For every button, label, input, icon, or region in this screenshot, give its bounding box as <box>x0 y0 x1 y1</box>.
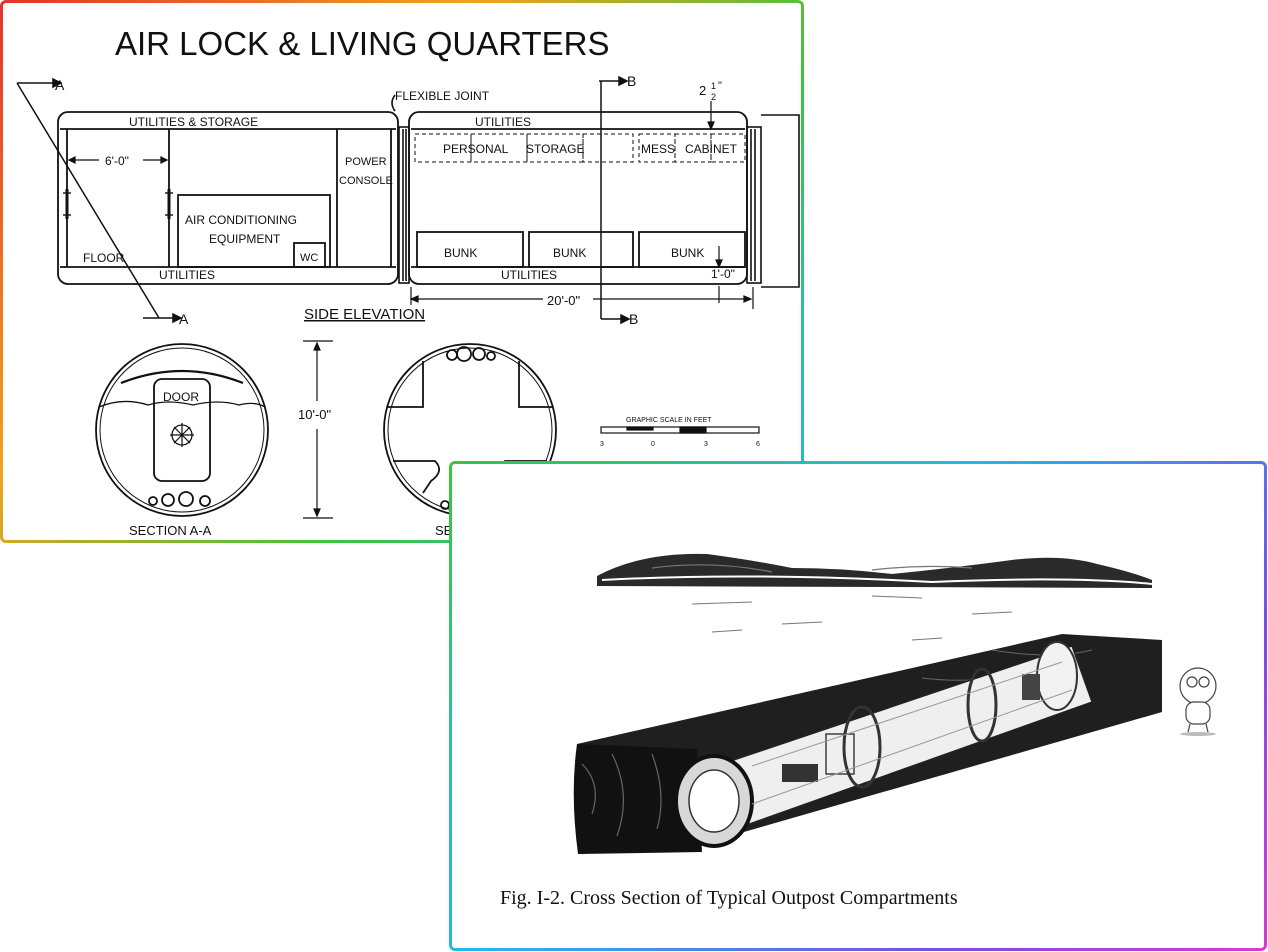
scale-tick-2: 0 <box>651 441 655 448</box>
hatch-marks <box>63 189 173 219</box>
figure-caption: Fig. I-2. Cross Section of Typical Outpo… <box>500 887 958 909</box>
section-aa-drawing <box>95 343 269 517</box>
ten-ft-dimension <box>303 340 333 519</box>
ten-ft-label: 10'-0" <box>298 407 332 422</box>
utilities-top-label: UTILITIES <box>475 115 531 129</box>
section-a-top-label: A <box>55 77 65 93</box>
section-a-marker <box>16 77 183 324</box>
console-label: CONSOLE <box>339 175 393 187</box>
cabinet-label: CABINET <box>685 142 738 156</box>
graphic-scale <box>600 426 760 434</box>
bunk-label-1: BUNK <box>444 246 477 260</box>
utilities-bottom-right-label: UTILITIES <box>501 268 557 282</box>
wc-label: WC <box>300 252 318 264</box>
end-cap <box>746 114 800 288</box>
one-ft-label: 1'-0" <box>711 267 735 281</box>
scale-tick-3: 3 <box>704 441 708 448</box>
side-elevation-label: SIDE ELEVATION <box>304 306 425 323</box>
air-conditioning-label: AIR CONDITIONING <box>185 213 297 227</box>
storage-cabinets <box>414 133 746 163</box>
dimension-lines <box>409 101 754 309</box>
half-inch-numerator: 1 <box>711 81 716 91</box>
scale-tick-1: 3 <box>600 441 604 448</box>
mess-label: MESS <box>641 142 675 156</box>
section-b-bottom-label: B <box>629 311 638 327</box>
section-b-top-label: B <box>627 73 636 89</box>
flexible-joint <box>391 94 410 284</box>
power-label: POWER <box>345 156 387 168</box>
equipment-label: EQUIPMENT <box>209 232 281 246</box>
scale-tick-4: 6 <box>756 441 760 448</box>
hills-sketch <box>597 553 1153 588</box>
twenty-ft-label: 20'-0" <box>547 293 581 308</box>
diagram-card: AIR LOCK & LIVING QUARTERS A A B B <box>0 0 804 543</box>
diagram-title: AIR LOCK & LIVING QUARTERS <box>115 25 610 62</box>
section-b-marker <box>599 75 631 325</box>
personal-label: PERSONAL <box>443 142 509 156</box>
half-inch-mark: " <box>718 80 722 92</box>
illustration-card: Fig. I-2. Cross Section of Typical Outpo… <box>449 461 1267 951</box>
section-aa-label: SECTION A-A <box>129 523 212 538</box>
six-ft-label: 6'-0" <box>105 154 129 168</box>
airlock-diagram: AIR LOCK & LIVING QUARTERS A A B B <box>16 25 800 538</box>
floor-label: FLOOR <box>83 251 125 265</box>
storage-label: STORAGE <box>526 142 584 156</box>
bunk-label-2: BUNK <box>553 246 586 260</box>
utilities-bottom-left-label: UTILITIES <box>159 268 215 282</box>
half-inch-denominator: 2 <box>711 92 716 102</box>
bunk-label-3: BUNK <box>671 246 704 260</box>
outpost-illustration: Fig. I-2. Cross Section of Typical Outpo… <box>500 553 1217 909</box>
half-inch-label: 2 <box>699 83 706 98</box>
utilities-storage-label: UTILITIES & STORAGE <box>129 115 258 129</box>
section-a-bottom-label: A <box>179 311 189 327</box>
six-ft-dimension <box>67 156 169 164</box>
door-label: DOOR <box>163 390 199 404</box>
ground-texture <box>691 595 1013 641</box>
mascot-figure <box>1179 667 1217 736</box>
graphic-scale-title: GRAPHIC SCALE IN FEET <box>626 417 712 424</box>
flexible-joint-label: FLEXIBLE JOINT <box>395 89 490 103</box>
outpost-tube <box>674 641 1093 848</box>
